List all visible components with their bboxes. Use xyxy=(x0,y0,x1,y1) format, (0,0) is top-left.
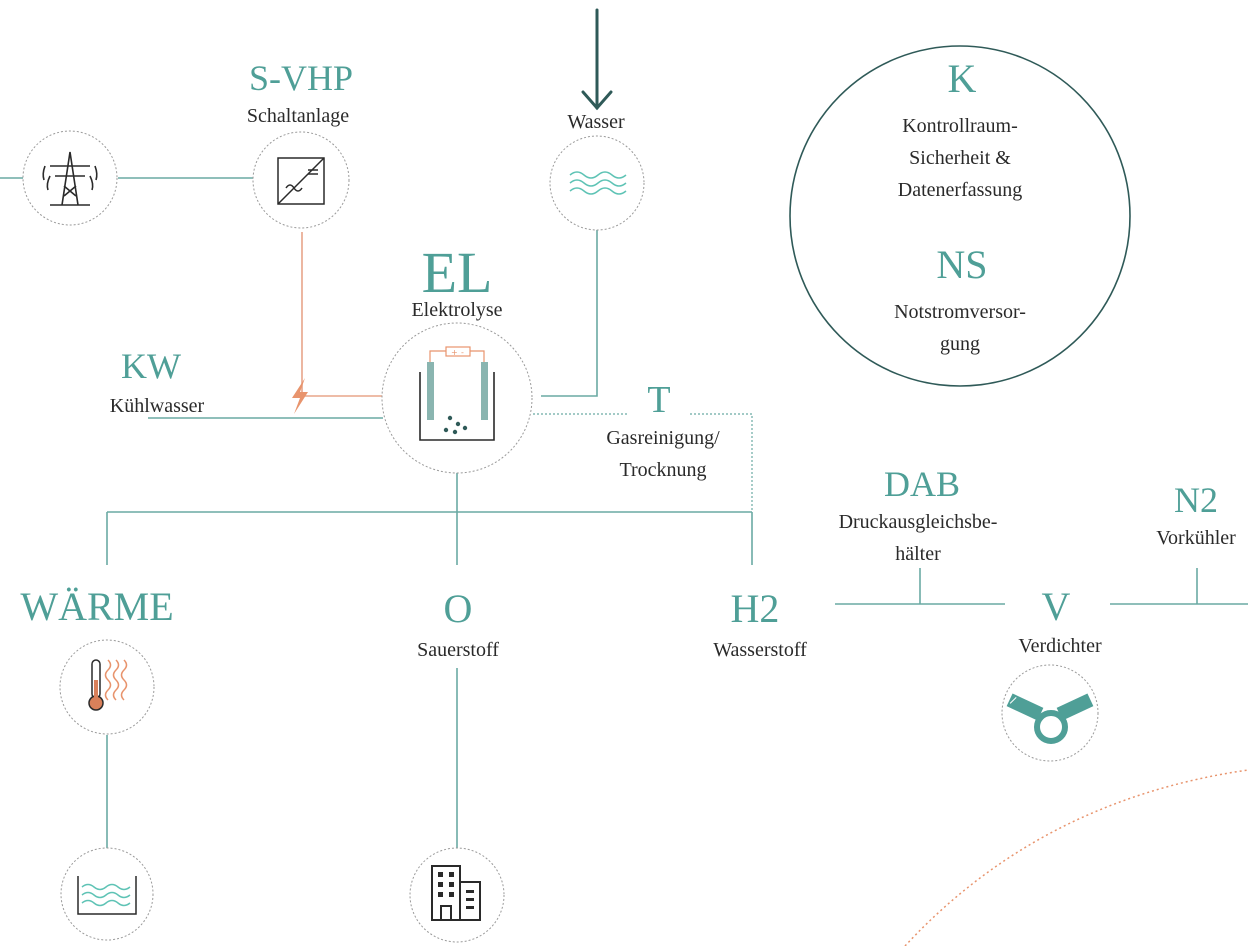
n2-abbr: N2 xyxy=(1174,480,1218,520)
o-abbr: O xyxy=(444,586,473,631)
ns-label-line2: gung xyxy=(940,333,980,355)
svhp-abbr: S-VHP xyxy=(249,58,353,98)
compressor-icon xyxy=(1006,693,1094,744)
el-node: + - xyxy=(381,322,533,474)
waerme-abbr: WÄRME xyxy=(20,584,173,629)
svg-text:+: + xyxy=(451,348,458,357)
ns-label-line1: Notstromversor- xyxy=(894,301,1026,323)
dab-label-line2: hälter xyxy=(895,543,941,565)
wasser-node xyxy=(549,135,645,231)
dab-abbr: DAB xyxy=(884,464,960,504)
t-abbr: T xyxy=(647,379,670,421)
ns-abbr: NS xyxy=(936,242,987,287)
power-tower-node xyxy=(22,130,118,226)
k-label-line2: Sicherheit & xyxy=(909,147,1011,169)
n2-label: Vorkühler xyxy=(1156,527,1236,549)
connection-lines xyxy=(0,177,1248,855)
control-room-node xyxy=(789,45,1131,387)
t-label-line1: Gasreinigung/ xyxy=(606,427,720,449)
building-icon xyxy=(431,865,481,921)
wasser-label: Wasser xyxy=(567,111,625,133)
inverter-icon xyxy=(277,157,325,205)
thermometer-heat-icon xyxy=(88,659,128,711)
h2-label: Wasserstoff xyxy=(713,639,807,661)
power-line xyxy=(301,232,383,397)
power-tower-icon xyxy=(42,151,98,206)
dab-label-line1: Druckausgleichsbe- xyxy=(839,511,998,533)
building-node xyxy=(409,847,505,943)
el-label: Elektrolyse xyxy=(411,299,502,321)
h2-abbr: H2 xyxy=(731,586,780,631)
water-inlet-arrow xyxy=(581,8,613,111)
lightning-bolt-icon xyxy=(292,378,308,414)
t-label-line2: Trocknung xyxy=(619,459,706,481)
o-label: Sauerstoff xyxy=(417,639,499,661)
v-abbr: V xyxy=(1042,584,1071,629)
decorative-arc xyxy=(904,769,1248,946)
kw-abbr: KW xyxy=(121,346,181,386)
svhp-label: Schaltanlage xyxy=(247,105,349,127)
kw-label: Kühlwasser xyxy=(110,395,205,417)
electrolyzer-icon: + - xyxy=(419,346,495,441)
svhp-node xyxy=(252,131,350,229)
svg-text:-: - xyxy=(461,348,464,357)
gas-cleaning-line-2 xyxy=(690,413,753,512)
water-tank-icon xyxy=(77,876,137,915)
water-waves-icon xyxy=(569,171,627,195)
k-label-line1: Kontrollraum- xyxy=(902,115,1018,137)
water-tank-node xyxy=(60,847,154,941)
verdichter-node xyxy=(1001,664,1099,762)
waerme-node xyxy=(59,639,155,735)
k-abbr: K xyxy=(948,56,977,101)
v-label: Verdichter xyxy=(1018,635,1102,657)
k-label-line3: Datenerfassung xyxy=(898,179,1022,201)
el-abbr: EL xyxy=(422,240,493,305)
